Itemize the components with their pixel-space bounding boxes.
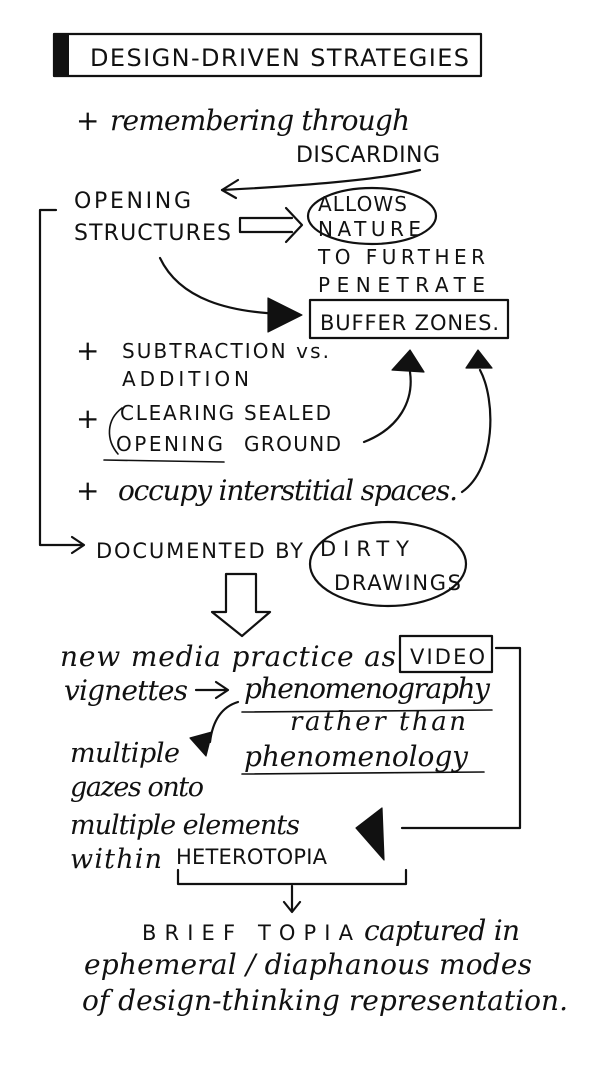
bullet-2: + xyxy=(76,334,99,367)
penetrate-text: PENETRATE xyxy=(318,273,486,297)
heterotopia-down-arrow xyxy=(282,884,302,914)
heterotopia-bracket xyxy=(176,868,408,886)
occupy-to-buffer-curve xyxy=(460,368,492,494)
buffer-zones-text: BUFFER ZONES. xyxy=(320,311,500,335)
captured-text: captured in xyxy=(364,914,520,947)
bullet-4: + xyxy=(76,474,99,507)
structures-text: STRUCTURES xyxy=(74,221,232,246)
opening-ground-underlined: OPENING xyxy=(116,432,224,456)
design-thinking-text: of design-thinking representation. xyxy=(82,984,568,1017)
within-text: within xyxy=(70,844,162,875)
opening-underline xyxy=(103,459,225,463)
gazes-onto-text: gazes onto xyxy=(70,772,204,803)
right-bracket xyxy=(400,646,522,830)
documented-text: DOCUMENTED BY xyxy=(96,539,304,563)
up-arrowhead-2 xyxy=(465,349,493,369)
clearing-text: CLEARING SEALED xyxy=(120,401,332,425)
to-further-text: TO FURTHER xyxy=(317,245,486,269)
up-arrowhead-1 xyxy=(391,349,425,373)
bullet-3: + xyxy=(76,402,99,435)
buffer-zones-box xyxy=(308,298,510,340)
double-arrow-shaft xyxy=(238,216,294,234)
ground-text: GROUND xyxy=(244,432,342,456)
phenomenography-underline xyxy=(241,709,493,713)
opening-text: OPENING xyxy=(74,189,192,214)
discarding-arrow xyxy=(220,168,422,192)
vignettes-arrow xyxy=(194,680,230,700)
drawings-text: DRAWINGS xyxy=(334,571,462,595)
structures-to-buffer-arrowhead xyxy=(267,297,303,333)
big-down-arrow xyxy=(210,572,272,638)
ground-to-buffer-curve xyxy=(362,370,412,444)
remembering-text: remembering through xyxy=(110,104,410,137)
ephemeral-text: ephemeral / diaphanous modes xyxy=(84,948,532,981)
brieftopia-text: BRIEF TOPIA xyxy=(142,921,354,945)
to-multiple-arrowhead xyxy=(189,731,213,757)
occupy-text: occupy interstitial spaces. xyxy=(118,474,458,507)
newmedia-text: new media practice as xyxy=(60,640,396,673)
left-bracket xyxy=(38,208,84,547)
dirty-text: DIRTY xyxy=(320,537,410,561)
addition-text: ADDITION xyxy=(122,367,250,391)
nature-text: NATURE xyxy=(318,217,422,241)
to-multiple-arrow xyxy=(208,700,240,744)
discarding-text: DISCARDING xyxy=(296,143,441,168)
heterotopia-text: HETEROTOPIA xyxy=(176,845,328,869)
bullet-1: + xyxy=(76,104,99,137)
dirty-drawings-ellipse xyxy=(308,520,468,608)
discarding-arrowhead xyxy=(220,178,240,200)
left-bracket-arrowhead xyxy=(70,535,86,555)
title-box-hatch xyxy=(54,34,69,76)
allows-text: ALLOWS xyxy=(318,192,408,216)
rather-than-text: rather than xyxy=(290,707,466,737)
double-arrow-head xyxy=(284,206,304,244)
vignettes-text: vignettes xyxy=(64,674,188,707)
page-title: DESIGN-DRIVEN STRATEGIES xyxy=(90,44,470,72)
clearing-swap-mark xyxy=(108,407,123,455)
allows-ellipse xyxy=(306,186,438,246)
video-box xyxy=(398,634,494,674)
multiple-elements-text: multiple elements xyxy=(70,810,300,841)
subtraction-text: SUBTRACTION vs. xyxy=(122,339,330,363)
phenomenology-text: phenomenology xyxy=(244,740,469,773)
video-text: VIDEO xyxy=(410,645,486,669)
title-box: DESIGN-DRIVEN STRATEGIES xyxy=(52,32,483,78)
phenomenography-text: phenomenography xyxy=(244,672,491,705)
structures-to-buffer-arrow xyxy=(158,256,284,316)
right-bracket-arrowhead xyxy=(355,807,385,861)
phenomenology-underline xyxy=(241,771,485,775)
multiple-text: multiple xyxy=(70,738,180,769)
